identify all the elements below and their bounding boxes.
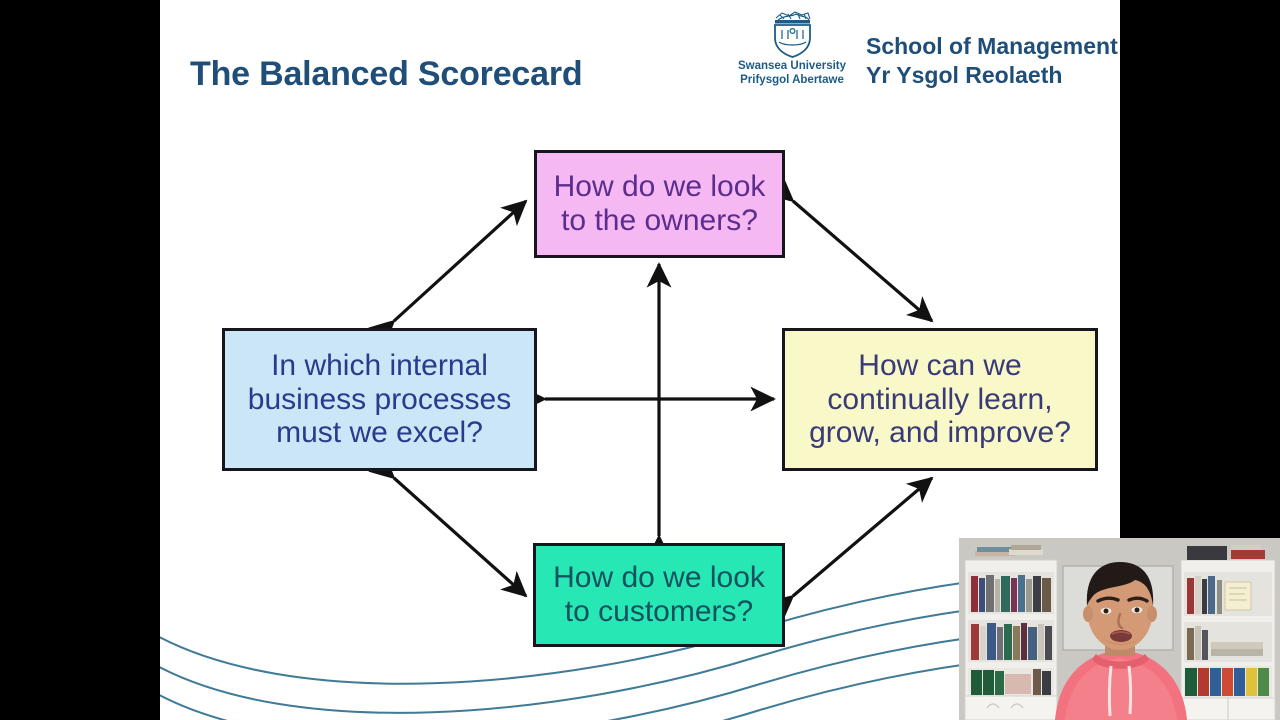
university-name-en: Swansea University <box>737 60 847 72</box>
connector-financial-learning <box>766 176 934 323</box>
school-name-cy: Yr Ysgol Reolaeth <box>866 61 1063 88</box>
branding-block: Swansea University Prifysgol Abertawe Sc… <box>732 8 1118 90</box>
scorecard-node-customer[interactable]: How do we look to customers? <box>533 543 785 647</box>
connector-customer-learning <box>766 476 934 621</box>
diagram-connectors <box>368 176 934 621</box>
swansea-university-crest-icon <box>774 11 811 58</box>
swansea-university-logo: Swansea University Prifysgol Abertawe <box>732 8 852 87</box>
page-title: The Balanced Scorecard <box>190 55 583 93</box>
scorecard-node-learning-growth[interactable]: How can we continually learn, grow, and … <box>782 328 1098 471</box>
scorecard-node-financial[interactable]: How do we look to the owners? <box>534 150 785 258</box>
connector-internal-customer <box>368 452 528 598</box>
school-name-block: School of Management Yr Ysgol Reolaeth <box>866 32 1118 90</box>
presenter-webcam-feed[interactable] <box>959 538 1280 720</box>
connector-internal-financial <box>368 199 528 347</box>
school-name-en: School of Management <box>866 33 1118 59</box>
balanced-scorecard-diagram: How do we look to the owners? In which i… <box>160 0 1120 720</box>
scorecard-node-internal-process[interactable]: In which internal business processes mus… <box>222 328 537 471</box>
university-name-cy: Prifysgol Abertawe <box>740 73 844 86</box>
presentation-slide: The Balanced Scorecard <box>160 0 1120 720</box>
